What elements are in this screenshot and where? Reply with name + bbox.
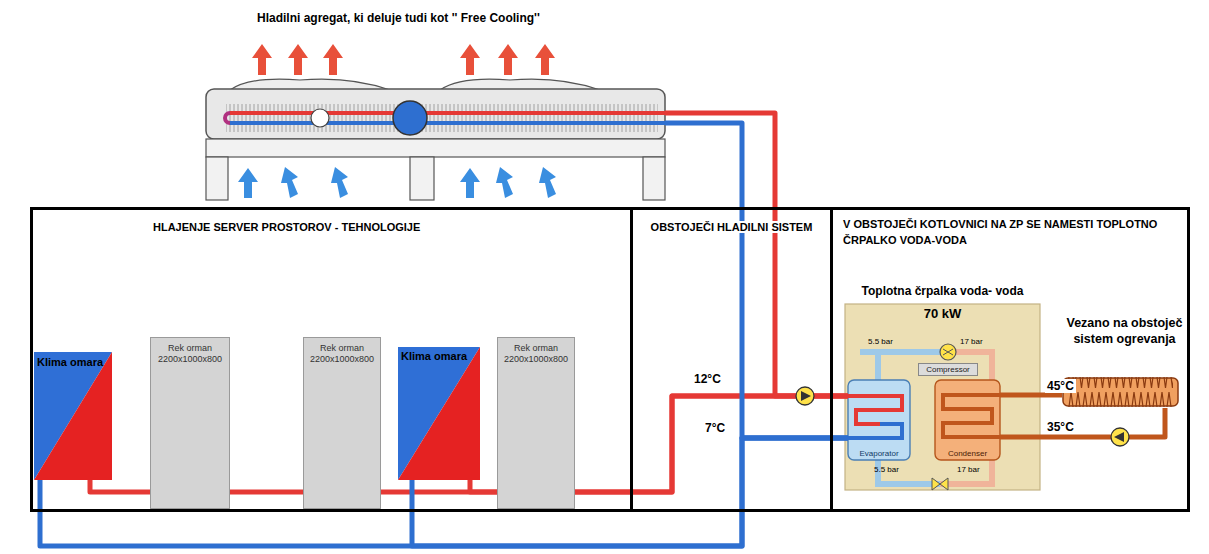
pipe-connector bbox=[1000, 393, 1062, 398]
evaporator: Evaporator bbox=[848, 380, 910, 460]
pipe-connector bbox=[665, 123, 848, 438]
pressure-label: 5.5 bar bbox=[874, 465, 899, 474]
temperature-label: 7°C bbox=[703, 421, 727, 435]
node-text: Rek orman 2200x1000x800 bbox=[307, 343, 377, 365]
node-text: Condenser bbox=[935, 449, 1000, 458]
region-box: HLAJENJE SERVER PROSTOROV - TEHNOLOGIJE K… bbox=[30, 207, 633, 512]
node-text: Evaporator bbox=[848, 449, 910, 458]
compressor-label-box: Compressor bbox=[918, 363, 978, 376]
pipe-connector bbox=[665, 113, 848, 396]
node-text: HLAJENJE SERVER PROSTOROV - TEHNOLOGIJE bbox=[150, 221, 423, 233]
node-text: Rek orman 2200x1000x800 bbox=[154, 343, 226, 365]
cool-air-arrows bbox=[238, 167, 556, 198]
condenser: Condenser bbox=[935, 380, 1000, 460]
pressure-label: 17 bar bbox=[957, 465, 980, 474]
region-box: OBSTOJEČI HLADILNI SISTEM bbox=[630, 207, 833, 512]
node-text: Toplotna črpalka voda- voda bbox=[845, 284, 1040, 298]
climate-cabinet bbox=[34, 347, 480, 480]
node-text: Rek orman 2200x1000x800 bbox=[501, 343, 571, 365]
temperature-label: 45°C bbox=[1045, 379, 1076, 393]
rack-cabinet: Rek orman 2200x1000x800 bbox=[497, 337, 575, 509]
heat-pump-node: Toplotna črpalka voda- voda 70 kW Compress… bbox=[845, 282, 1040, 490]
circulation-pump bbox=[796, 387, 814, 405]
temperature-label: 12°C bbox=[692, 372, 723, 386]
radiator bbox=[1063, 377, 1178, 407]
pressure-label: 5.5 bar bbox=[868, 337, 893, 346]
node-text: Vezano na obstoječ sistem ogrevanja bbox=[1062, 316, 1187, 347]
node-text: OBSTOJEČI HLADILNI SISTEM bbox=[648, 221, 816, 233]
temperature-label: 35°C bbox=[1045, 420, 1076, 434]
chiller-node: Hladilni agregat, ki deluje tudi kot '' … bbox=[205, 5, 665, 45]
rack-cabinet: Rek orman 2200x1000x800 bbox=[150, 337, 230, 509]
climate-cabinet-node: Klima omara bbox=[398, 347, 480, 480]
pipe-connector bbox=[1000, 408, 1165, 437]
node-text: Klima omara bbox=[37, 356, 112, 368]
node-text: Hladilni agregat, ki deluje tudi kot '' … bbox=[257, 11, 665, 25]
climate-cabinet-node: Klima omara bbox=[34, 352, 112, 480]
hot-air-arrows bbox=[252, 44, 555, 75]
node-text: Compressor bbox=[919, 364, 977, 375]
rack-cabinet: Rek orman 2200x1000x800 bbox=[303, 337, 381, 509]
radiator-node: Vezano na obstoječ sistem ogrevanja bbox=[1062, 316, 1187, 408]
node-subtext: 70 kW bbox=[845, 306, 1040, 321]
circulation-pump bbox=[1111, 428, 1129, 446]
node-text: V OBSTOJEČI KOTLOVNICI NA ZP SE NAMESTI … bbox=[843, 217, 1179, 249]
chiller-unit bbox=[206, 79, 665, 200]
pressure-label: 17 bar bbox=[960, 337, 983, 346]
node-text: Klima omara bbox=[401, 350, 480, 362]
